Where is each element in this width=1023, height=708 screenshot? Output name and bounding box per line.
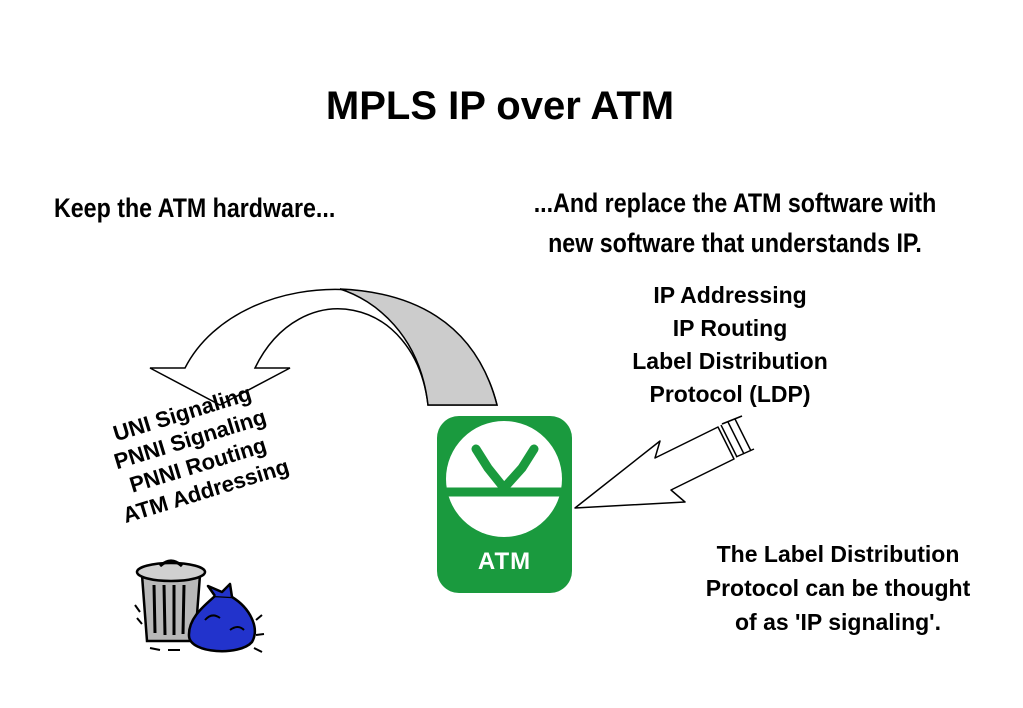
garbage-bag-icon <box>187 582 265 653</box>
ldp-note-line: The Label Distribution <box>716 541 960 567</box>
ldp-note: The Label Distribution Protocol can be t… <box>683 537 993 639</box>
right-caption-line-1: ...And replace the ATM software with <box>533 188 937 218</box>
ldp-note-line: Protocol can be thought <box>705 575 971 601</box>
atm-switch-icon <box>437 416 572 593</box>
atm-switch-label: ATM <box>477 548 532 575</box>
right-caption: ...And replace the ATM software with new… <box>533 183 937 263</box>
feature-item: IP Addressing <box>653 282 807 308</box>
feature-item: IP Routing <box>672 315 788 341</box>
curved-arrow-icon <box>149 288 498 406</box>
feature-item: Label Distribution <box>632 348 828 374</box>
diagram-title: MPLS IP over ATM <box>325 84 675 128</box>
right-caption-line-2: new software that understands IP. <box>548 228 922 258</box>
left-caption: Keep the ATM hardware... <box>54 193 336 223</box>
feature-item: Protocol (LDP) <box>649 381 811 407</box>
incoming-arrow-icon <box>574 415 755 509</box>
new-software-features: IP Addressing IP Routing Label Distribut… <box>600 279 860 411</box>
ldp-note-line: of as 'IP signaling'. <box>734 609 942 635</box>
